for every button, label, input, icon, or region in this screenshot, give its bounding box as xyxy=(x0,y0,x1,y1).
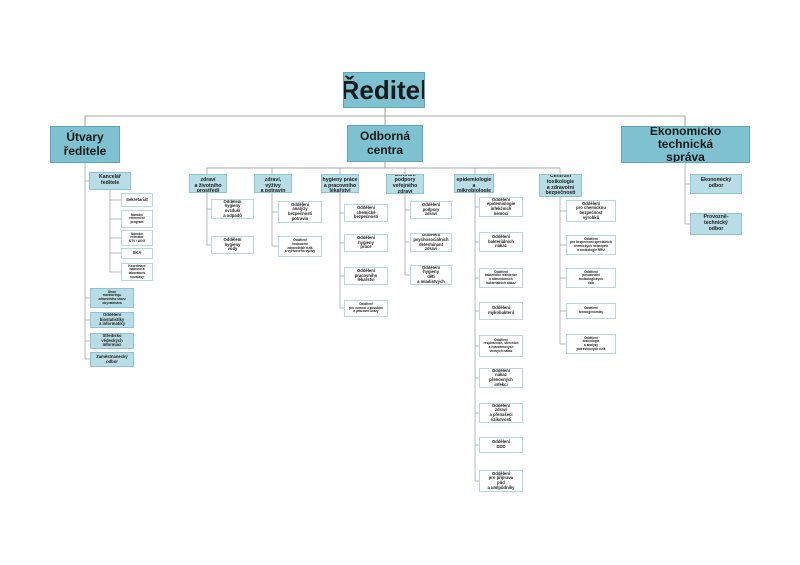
ekonomicko-technicka-sprava-box: Ekonomicko technická správa xyxy=(621,126,750,163)
ekonomicky-odbor-box: Ekonomický odbor xyxy=(690,174,742,194)
centrum-header: Centrum toxikologie a zdravotní bezpečno… xyxy=(539,174,582,197)
centrum-header: Centrum zdraví, výživy a potravin xyxy=(254,174,292,193)
utvary-item: Zaměstnanecký odbor xyxy=(90,352,134,367)
odborna-centra-box: Odborná centra xyxy=(347,125,423,162)
provozne-technicky-odbor-box: Provozně- technický odbor xyxy=(690,213,742,235)
centrum-item: Oddělení mykobakterií xyxy=(479,302,523,320)
kancelar-item: Koordinace nádrové a laboratorní soustav… xyxy=(121,263,153,281)
director-box: Ředitel xyxy=(343,72,425,108)
centrum-item: Oddělení analýzy bezpečnosti potravin xyxy=(278,201,322,223)
centrum-item: Oddělení hodnocení zdravotních rizik a v… xyxy=(278,236,322,257)
centrum-item: Oddělení chemické bezpečnosti xyxy=(344,204,388,222)
centrum-header: Centrum zdraví a životního prostředí xyxy=(189,174,227,193)
centrum-item: Oddělení pro přípravu půd a umlpůdníky xyxy=(479,470,523,492)
centrum-item: Oddělení bakteriálních nákaz xyxy=(479,232,523,252)
centrum-item: Oddělení pracovního lékařství xyxy=(344,267,388,285)
kancelar-item: Národní referátor NTV / AGG xyxy=(121,230,153,246)
centrum-item: Oddělení pro chemickou bezpečnost výrobk… xyxy=(566,200,616,222)
centrum-item: Oddělení zdraví a přenašeči rizikovosti xyxy=(479,403,523,423)
centrum-item: Oddělení psychosociálních determinant zd… xyxy=(410,233,452,252)
centrum-item: Oddělení DDD xyxy=(479,437,523,453)
utvary-item: Oddělení biostatistiky a informatiky xyxy=(90,312,134,328)
centrum-item: Oddělení toxicologie a analýzy potravino… xyxy=(566,334,616,354)
kancelar-item: Sekretariát xyxy=(121,193,153,207)
kancelar-reditele-box: Kancelář ředitele xyxy=(89,172,131,190)
centrum-item: Oddělení epidemiologie infekčních nemocí xyxy=(479,197,523,217)
kancelar-item: Národní referenční program xyxy=(121,210,153,228)
centrum-item: Oddělení pro nemoci z povolání a pracovn… xyxy=(344,300,388,317)
centrum-item: Oddělení hygieny práce xyxy=(344,234,388,252)
centrum-item: Oddělení hygieny vody xyxy=(211,236,254,254)
utvary-item: Středisko vědeckých informací xyxy=(90,333,134,349)
centrum-item: Oddělení hygieny dětí a mladistvých xyxy=(410,265,452,285)
centrum-item: Oddělení toxicogenomiky xyxy=(566,303,616,319)
centrum-item: Oddělení podpory zdraví xyxy=(410,201,452,219)
centrum-header: Centrum podpory veřejného zdraví xyxy=(386,174,424,194)
centrum-item: Oddělení hygieny ovzduší a odpadů xyxy=(211,199,254,219)
centrum-item: Oddělení posuzování toxikologických rizi… xyxy=(566,268,616,288)
centrum-item: Oddělení respiračních, střevních a exant… xyxy=(479,335,523,357)
utvary-reditele-box: Útvary ředitele xyxy=(50,126,120,163)
centrum-header: Centrum hygieny práce a pracovního lékař… xyxy=(321,174,359,193)
centrum-item: Oddělení pro bezpečnost speciálních chem… xyxy=(566,235,616,255)
utvary-item: Útvar monitoringu zdravotního stavu obyv… xyxy=(90,288,134,308)
centrum-header: Centrum epidemiologie a mikrobiologie xyxy=(454,174,494,193)
centrum-item: Oddělení nákaz přenosných infekcí xyxy=(479,368,523,388)
centrum-item: Oddělení bakteriální rezistence a alimen… xyxy=(479,268,523,288)
kancelar-item: SKA xyxy=(121,248,153,259)
